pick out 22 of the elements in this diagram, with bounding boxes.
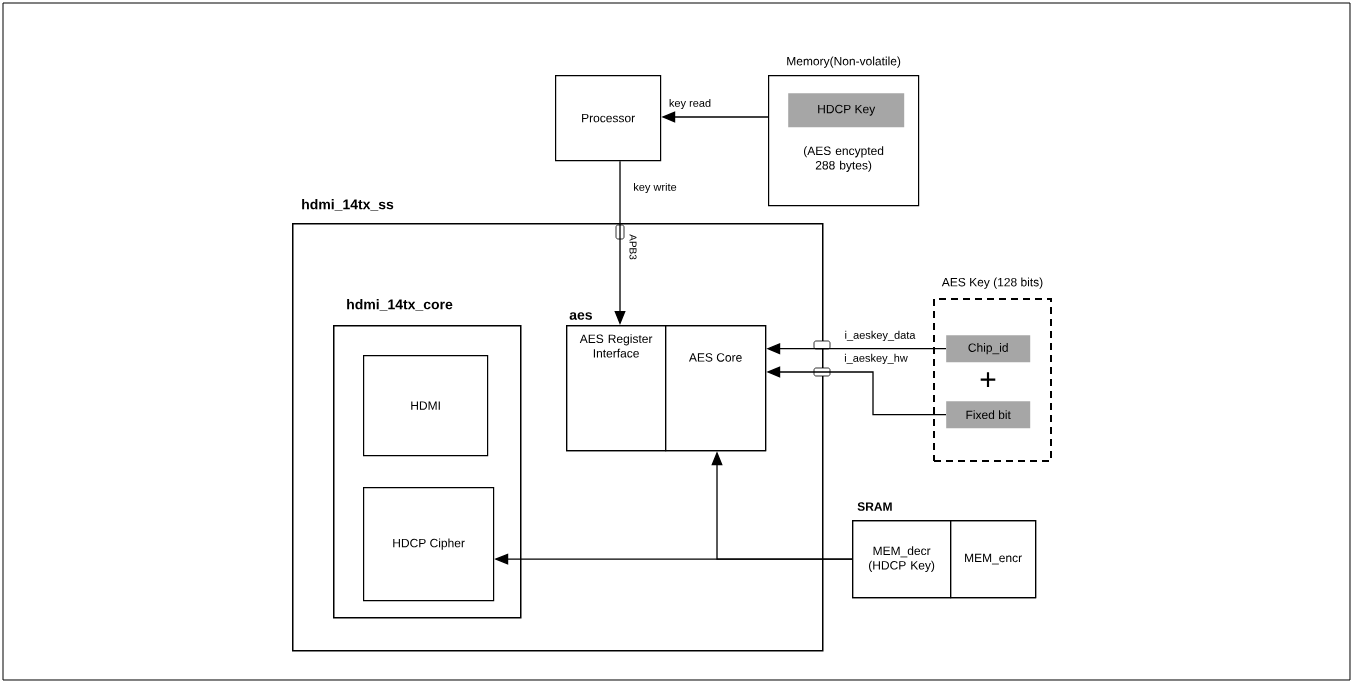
key-field-box: Chip_id [946,335,1031,363]
block-box: HDCP Cipher [363,487,495,602]
block-box: MEM_encr [950,520,1037,599]
block-box: HDMI [363,355,489,457]
edge-label: key read [667,97,713,111]
node-label: AES Key (128 bits) [941,277,1043,289]
edge-label: i_aeskey_data [843,329,917,343]
key-field-box: Fixed bit [946,401,1031,429]
node-label: Memory(Non-volatile) [787,56,901,68]
edge-label: key write [632,181,678,195]
node-label: aes [569,312,592,320]
block-box: MEM_decr (HDCP Key) [852,520,952,599]
block-box: AES Core [665,325,767,452]
block-box: AES Register Interface [566,325,667,452]
node-label: hdmi_14tx_ss [302,199,394,211]
node-label: SRAM [857,502,892,511]
plus-sign: + [980,372,996,387]
edge-label: i_aeskey_hw [843,352,909,366]
bus-label: APB3 [629,234,637,260]
key-field-box: HDCP Key [788,93,905,128]
block-box: Processor [555,75,662,162]
node-label: hdmi_14tx_core [347,299,453,311]
